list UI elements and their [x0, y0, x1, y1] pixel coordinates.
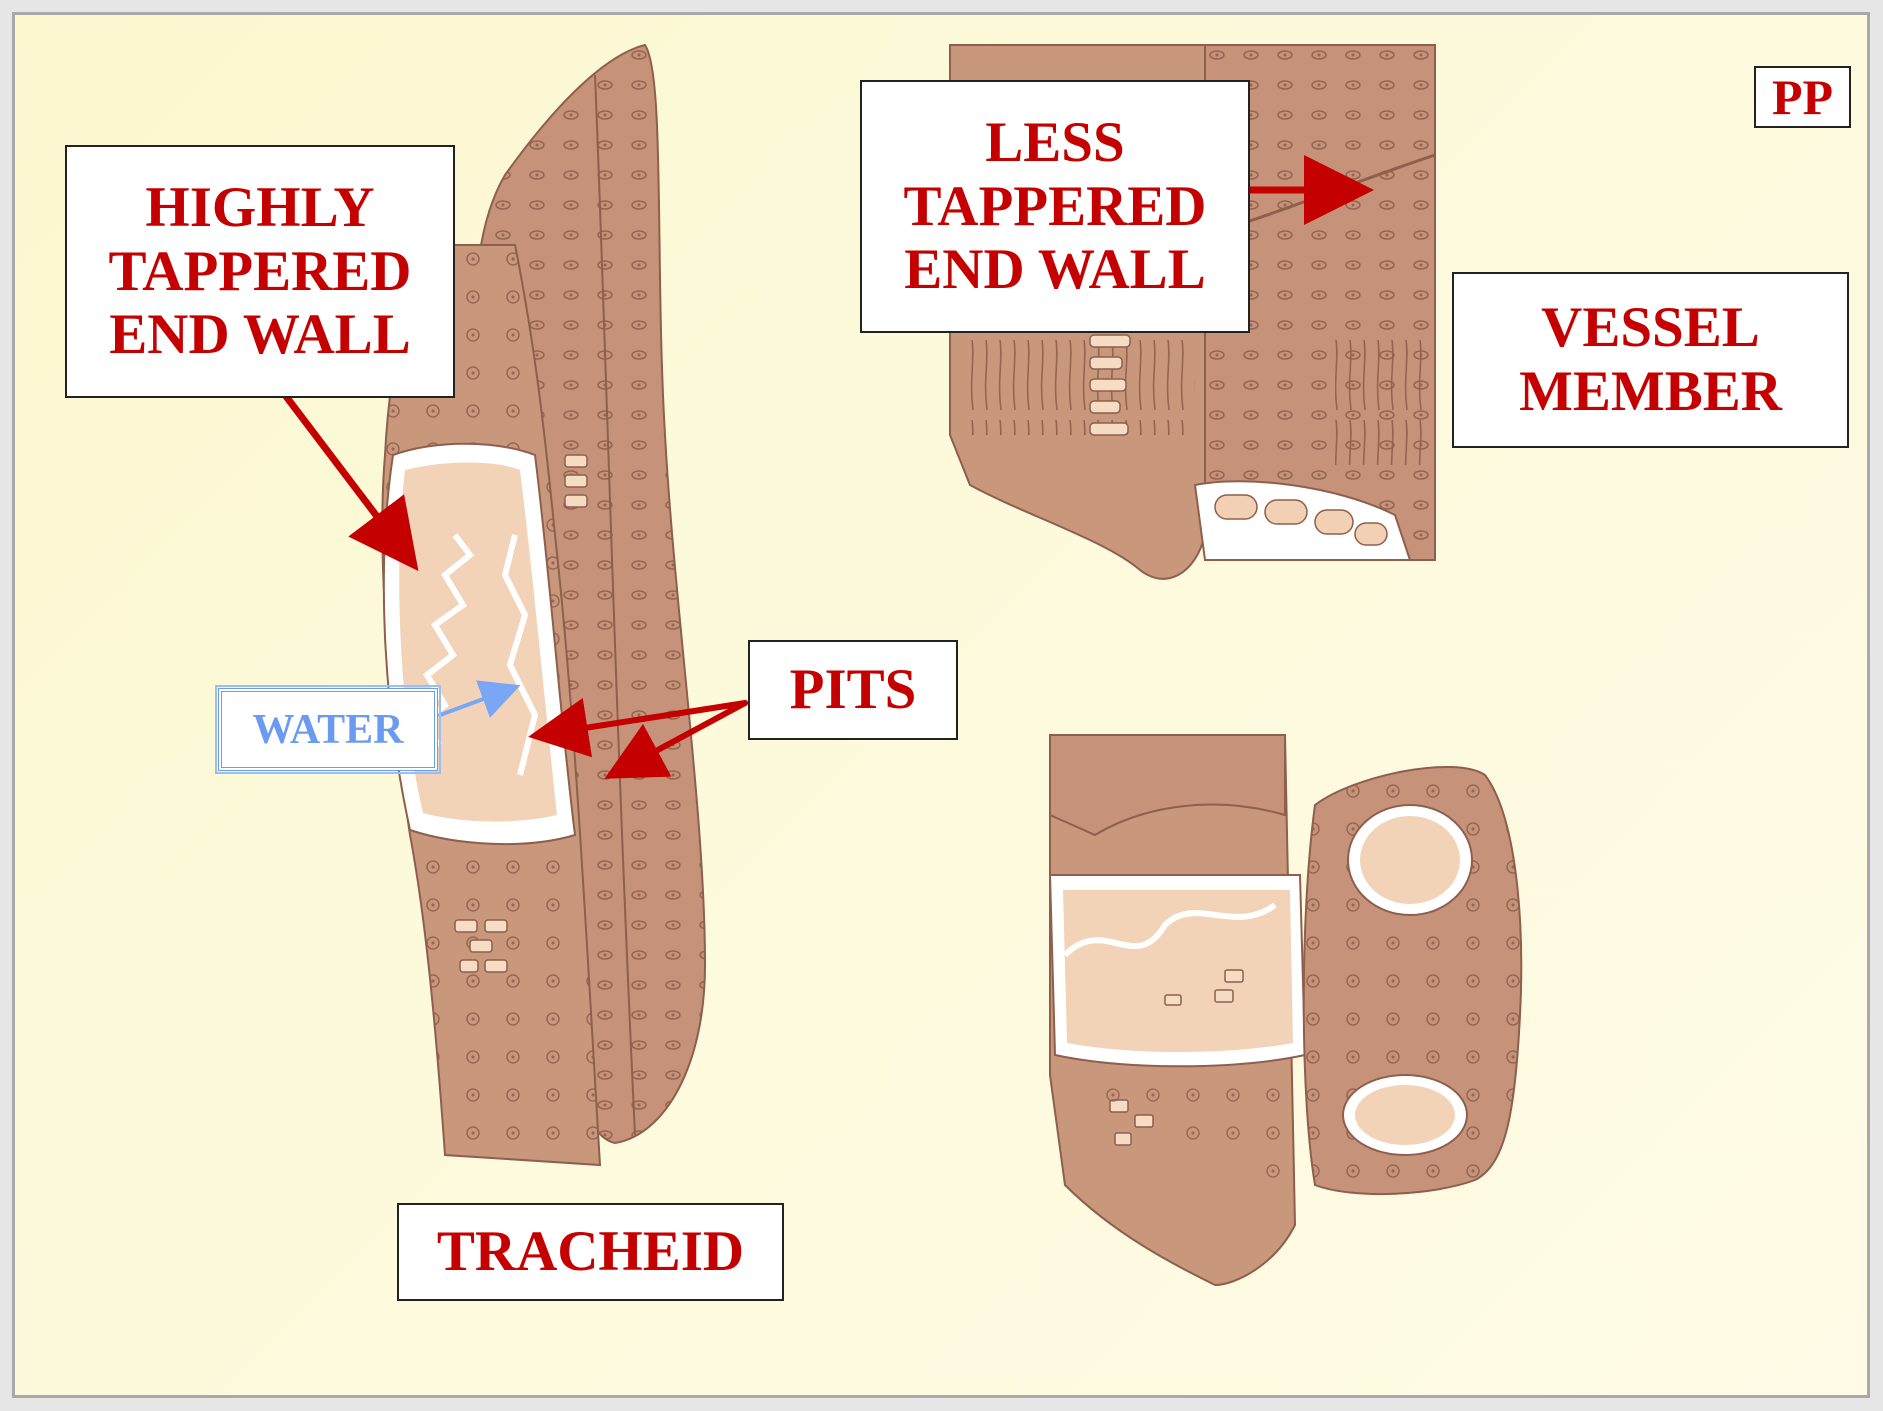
label-water: WATER — [218, 688, 438, 771]
slide: PP HIGHLY TAPPERED END WALL LESS TAPPERE… — [12, 12, 1870, 1398]
label-less-tapered-end-wall: LESS TAPPERED END WALL — [860, 80, 1250, 333]
vessel-member-bottom-drawing — [1050, 735, 1521, 1285]
badge-pp: PP — [1754, 66, 1851, 128]
label-vessel-member: VESSEL MEMBER — [1452, 272, 1849, 448]
label-tracheid: TRACHEID — [397, 1203, 784, 1301]
label-highly-tapered-end-wall: HIGHLY TAPPERED END WALL — [65, 145, 455, 398]
label-pits: PITS — [748, 640, 958, 740]
